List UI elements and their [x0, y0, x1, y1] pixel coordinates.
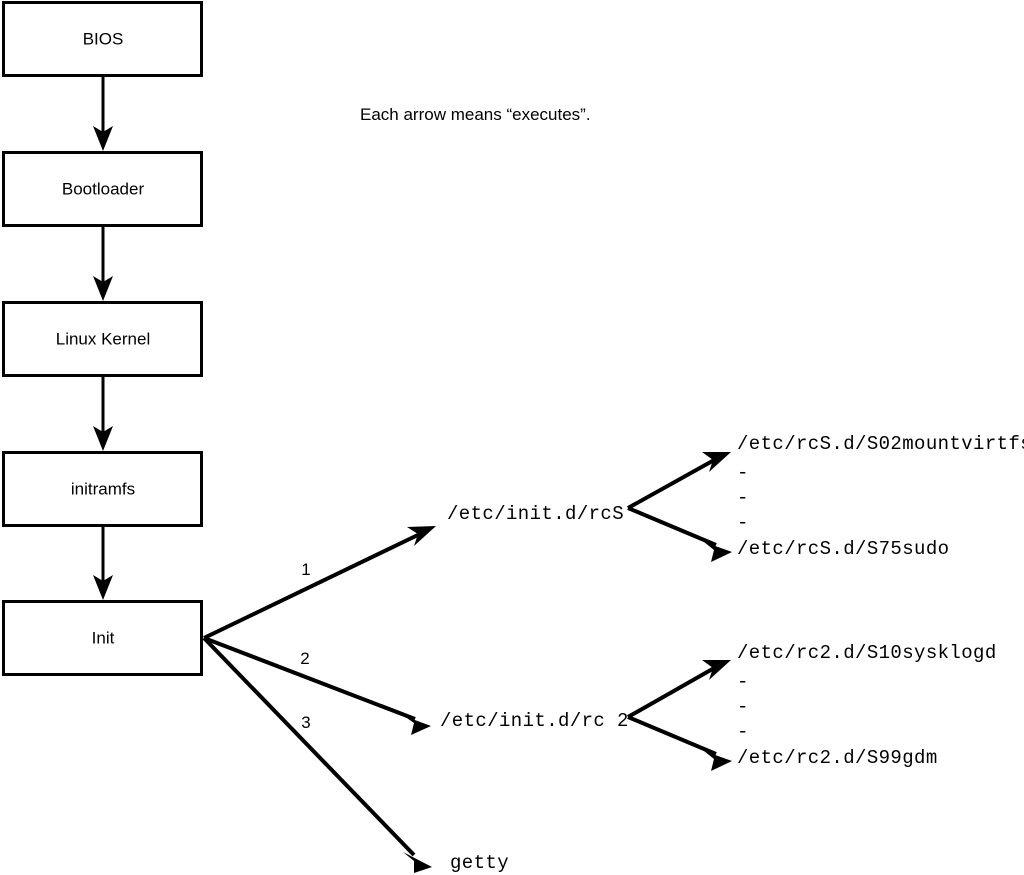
- arrow-head-icon: [93, 126, 113, 151]
- box-init: Init: [2, 600, 203, 676]
- arrow-head-icon: [403, 852, 432, 873]
- box-linux-kernel-rect: [2, 301, 203, 377]
- box-bios-label: BIOS: [83, 29, 124, 48]
- arrow-head-icon: [702, 452, 731, 472]
- init-branch-1: 1 /etc/init.d/rcS: [203, 503, 624, 640]
- arrow-head-icon: [702, 660, 731, 680]
- arrow-head-icon: [407, 526, 436, 546]
- rc2-ellipsis-3: -: [737, 721, 748, 743]
- rc2-ellipsis-1: -: [737, 671, 748, 693]
- arrow-head-icon: [93, 426, 113, 451]
- rcs-ellipsis-2: -: [737, 487, 748, 509]
- box-bios-rect: [2, 1, 203, 77]
- arrow-bootloader-to-kernel: [93, 226, 113, 301]
- box-bootloader-label: Bootloader: [62, 179, 145, 198]
- box-init-label: Init: [92, 628, 115, 647]
- box-initramfs-rect: [2, 451, 203, 527]
- arrow-kernel-to-initramfs: [93, 376, 113, 451]
- box-bootloader-rect: [2, 151, 203, 227]
- branch-2-number: 2: [300, 649, 309, 668]
- rcs-ellipsis-3: -: [737, 512, 748, 534]
- diagram-caption: Each arrow means “executes”.: [360, 105, 591, 124]
- rc2-child-first: /etc/rc2.d/S10sysklogd: [737, 642, 997, 664]
- box-init-rect: [2, 600, 203, 676]
- arrow-head-icon: [404, 716, 431, 735]
- box-linux-kernel-label: Linux Kernel: [56, 329, 151, 348]
- branch-3-number: 3: [301, 713, 310, 732]
- branch-2-target-label: /etc/init.d/rc 2: [440, 710, 629, 732]
- arrow-bios-to-bootloader: [93, 77, 113, 151]
- arrow-head-icon: [93, 276, 113, 301]
- box-bios: BIOS: [2, 1, 203, 77]
- rcs-child-first: /etc/rcS.d/S02mountvirtfs: [737, 433, 1024, 455]
- branch-1-target-label: /etc/init.d/rcS: [447, 503, 624, 525]
- rc2-ellipsis-2: -: [737, 696, 748, 718]
- rcs-ellipsis-1: -: [737, 462, 748, 484]
- init-branch-3: 3 getty: [202, 636, 509, 874]
- rcs-children-group: /etc/rcS.d/S02mountvirtfs - - - /etc/rcS…: [627, 433, 1024, 562]
- branch-1-number: 1: [301, 560, 310, 579]
- arrow-head-icon: [93, 575, 113, 600]
- arrow-head-icon: [704, 751, 732, 771]
- branch-3-target-label: getty: [450, 852, 509, 874]
- box-bootloader: Bootloader: [2, 151, 203, 227]
- box-linux-kernel: Linux Kernel: [2, 301, 203, 377]
- init-branch-2: 2 /etc/init.d/rc 2: [203, 636, 629, 735]
- rc2-children-group: /etc/rc2.d/S10sysklogd - - - /etc/rc2.d/…: [627, 642, 997, 771]
- arrow-head-icon: [704, 542, 732, 562]
- arrow-initramfs-to-init: [93, 526, 113, 600]
- box-initramfs: initramfs: [2, 451, 203, 527]
- rc2-child-last: /etc/rc2.d/S99gdm: [737, 747, 938, 769]
- rcs-child-last: /etc/rcS.d/S75sudo: [737, 538, 949, 560]
- box-initramfs-label: initramfs: [71, 479, 135, 498]
